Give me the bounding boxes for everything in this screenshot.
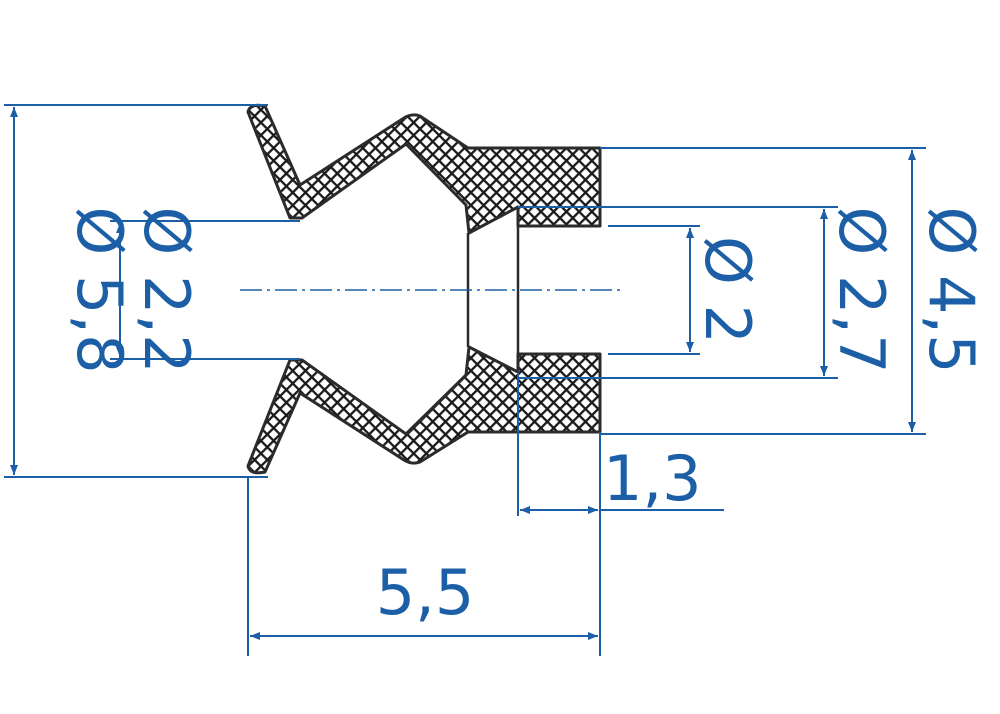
label-collar-length: 1,3 — [603, 442, 702, 515]
label-total-length: 5,5 — [376, 556, 475, 629]
label-shoulder-outer-diameter: Ø 4,5 — [915, 206, 988, 373]
seal-section-bottom — [246, 345, 602, 475]
dimension-bore-diameter: Ø 2 — [608, 225, 764, 355]
label-inner-lip-diameter: Ø 2,2 — [130, 206, 203, 373]
dimension-collar-length: 1,3 — [517, 372, 724, 516]
label-bore-diameter: Ø 2 — [691, 236, 764, 344]
dimension-shoulder-inner-diameter: Ø 2,7 — [518, 206, 898, 379]
label-shoulder-inner-diameter: Ø 2,7 — [825, 206, 898, 373]
seal-section-top — [246, 103, 602, 235]
dimension-total-length: 5,5 — [247, 434, 601, 656]
dimension-shoulder-outer-diameter: Ø 4,5 — [600, 147, 988, 435]
dimension-inner-lip-diameter: Ø 2,2 — [110, 206, 300, 374]
label-outer-diameter: Ø 5,8 — [63, 206, 136, 373]
